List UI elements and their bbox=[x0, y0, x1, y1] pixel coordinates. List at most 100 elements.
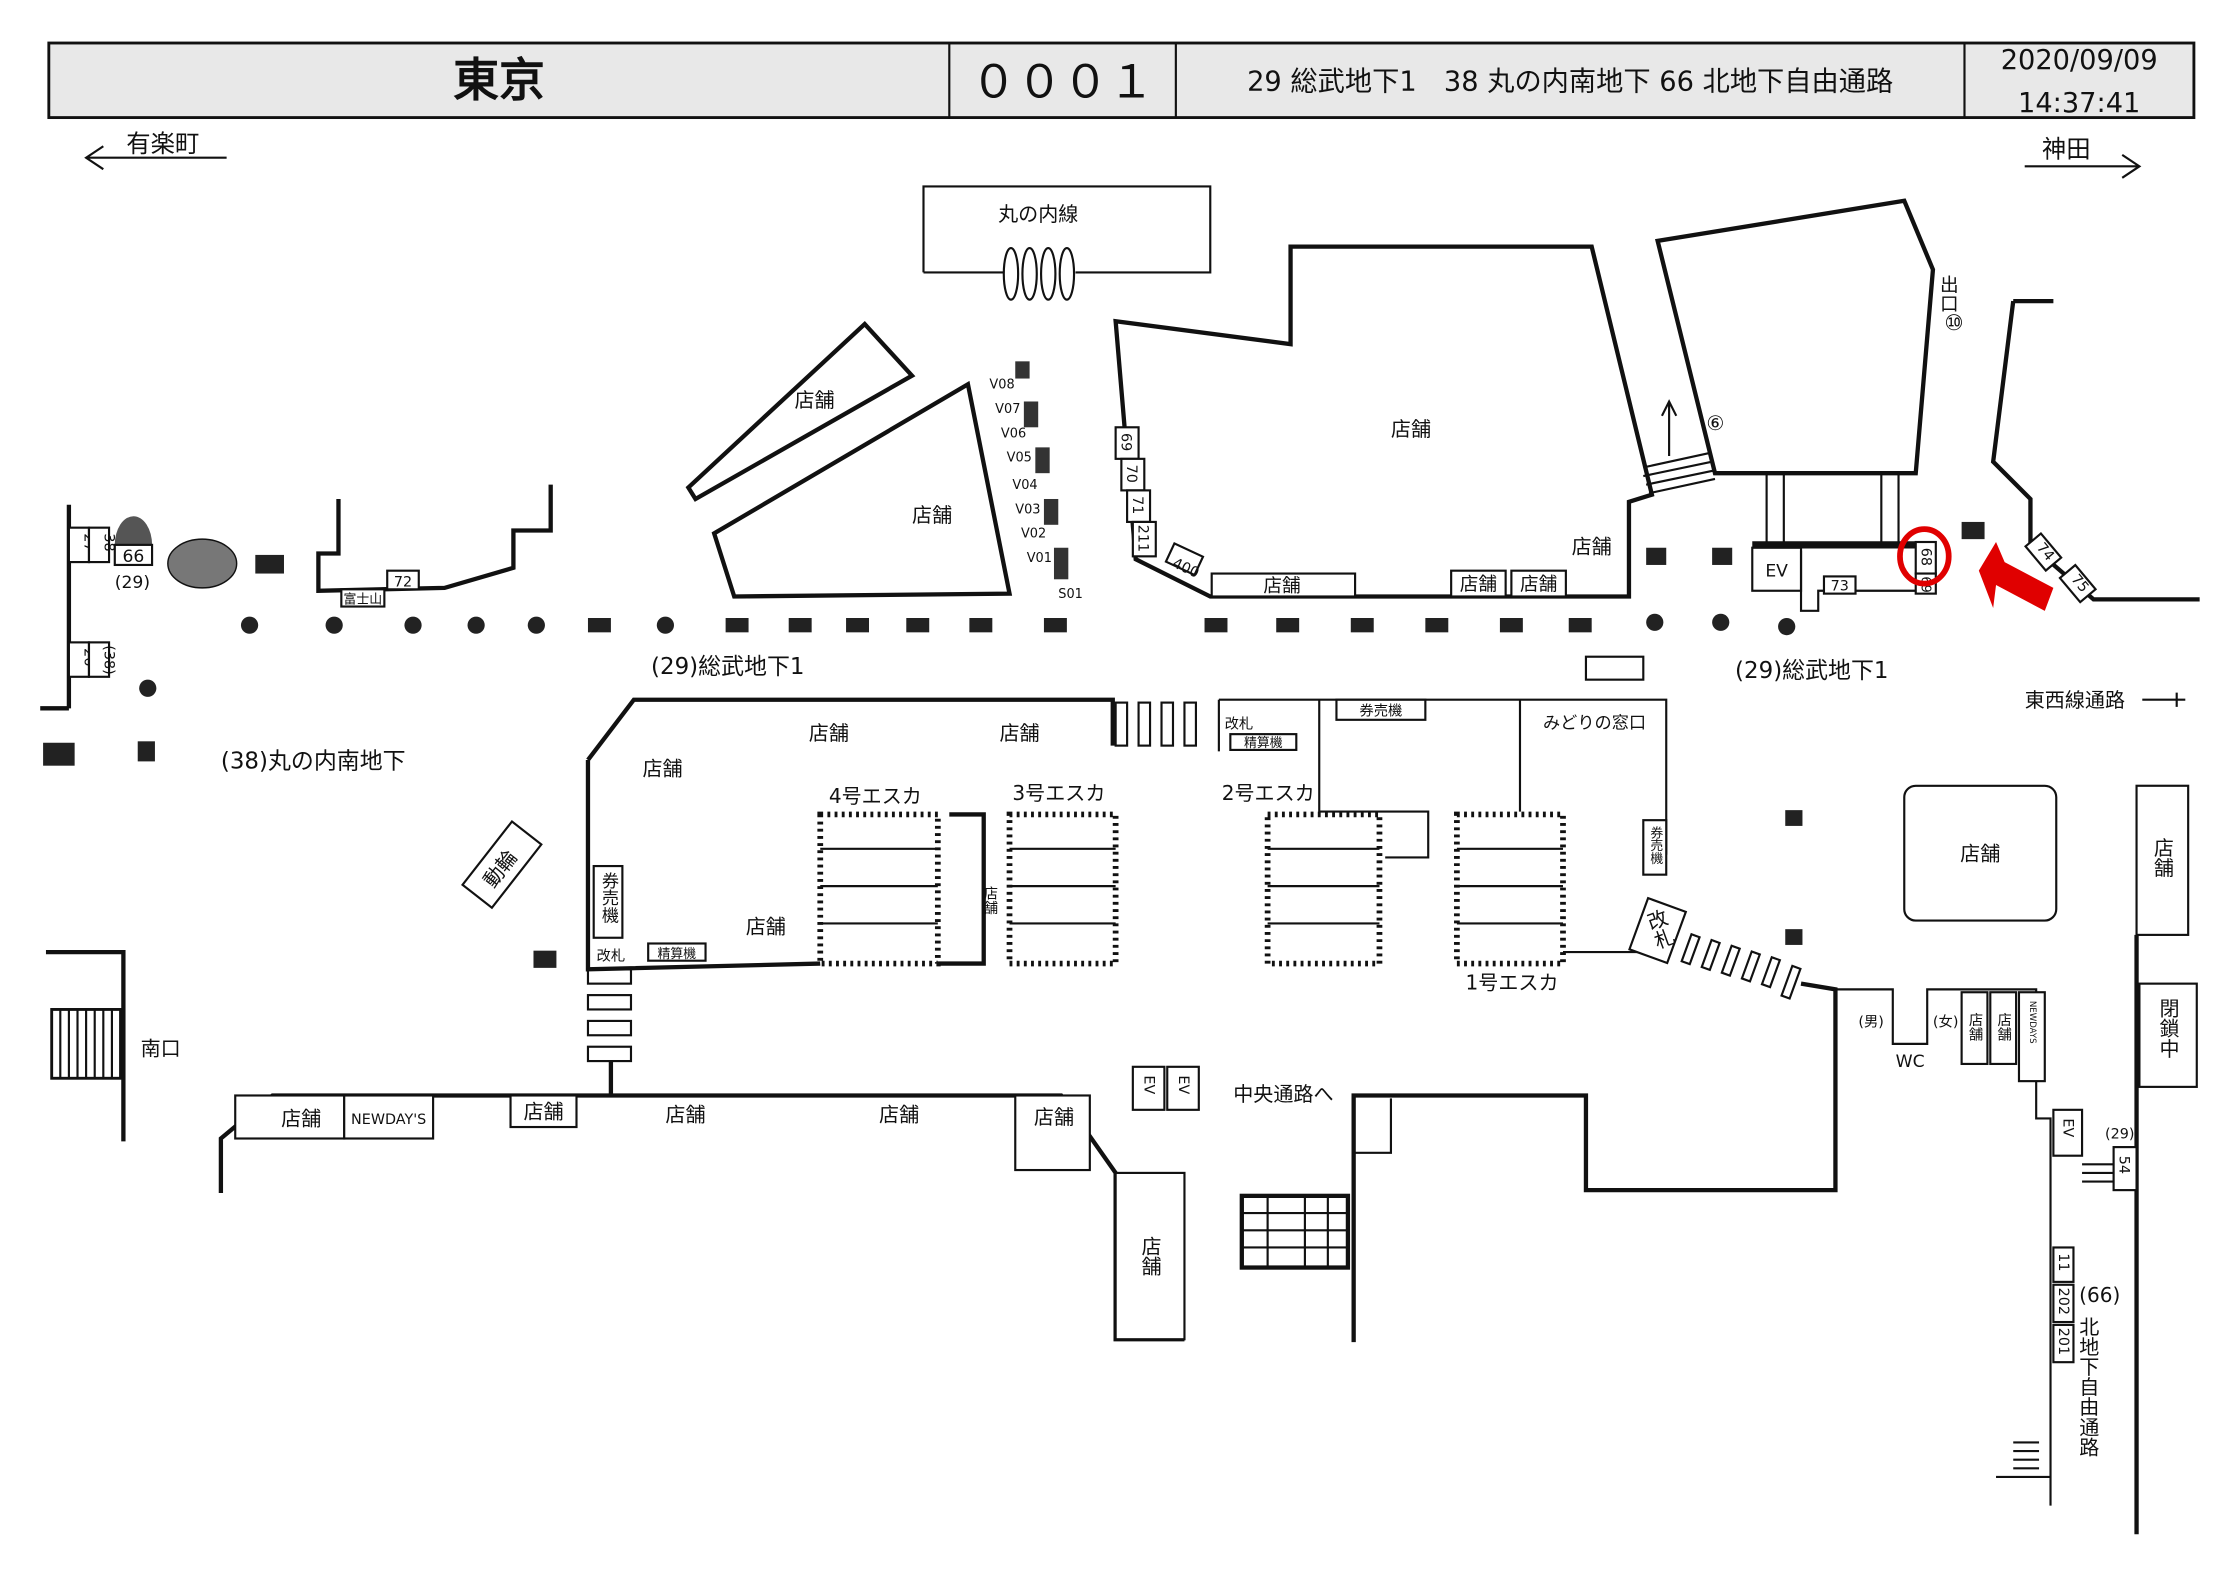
shop-label: 店舗 bbox=[1995, 1012, 2011, 1041]
shop-label: 店舗 bbox=[1967, 1012, 1983, 1041]
shop-label: 店舗 bbox=[809, 721, 849, 745]
ad-74-75: 74 75 bbox=[2024, 531, 2098, 604]
station-name: 東京 bbox=[453, 53, 545, 107]
highlight-circle bbox=[1897, 526, 1952, 587]
shop-label: 店舗 bbox=[523, 1099, 563, 1123]
wc-label: WC bbox=[1896, 1052, 1925, 1072]
shop-label: 店舗 bbox=[981, 886, 997, 915]
shop-label: 店舗 bbox=[1960, 841, 2000, 865]
shop-block bbox=[685, 321, 916, 502]
closed-label: 閉鎖中 bbox=[2156, 998, 2180, 1058]
v08-label: V08 bbox=[989, 378, 1014, 393]
v07-label: V07 bbox=[995, 402, 1020, 417]
ad-cluster-left: 27 38 66 (29) 26 (38) bbox=[67, 516, 238, 678]
ad-72: 72 bbox=[394, 574, 412, 590]
exit-label: 出口 bbox=[1937, 275, 1958, 312]
newdays-label: NEWDAY'S bbox=[351, 1112, 426, 1128]
chuo-passage-label: 中央通路へ bbox=[1233, 1082, 1333, 1106]
exit-6-label: ⑥ bbox=[1706, 411, 1724, 435]
shop-label: 店舗 bbox=[1000, 721, 1040, 745]
shop-label: 店舗 bbox=[879, 1102, 919, 1126]
shop-label: 店舗 bbox=[1520, 575, 1557, 596]
shop-label: 店舗 bbox=[281, 1107, 321, 1131]
a70-label: 70 bbox=[1123, 465, 1139, 483]
ad-38b: (38) bbox=[101, 645, 117, 674]
marunouchi-line-platform: 丸の内線 bbox=[922, 185, 1212, 301]
exit-10-label: ⑩ bbox=[1944, 311, 1963, 336]
fare-adjust-label: 精算機 bbox=[1244, 736, 1283, 751]
escalator-3 bbox=[1006, 811, 1119, 967]
direction-yurakucho-label: 有楽町 bbox=[126, 129, 199, 158]
shop-label: 店舗 bbox=[1263, 576, 1300, 597]
escalator-4-label: 4号エスカ bbox=[829, 784, 922, 808]
date: 2020/09/09 bbox=[2001, 45, 2158, 76]
escalator-2-label: 2号エスカ bbox=[1222, 781, 1315, 805]
direction-kanda-label: 神田 bbox=[2042, 135, 2091, 164]
time: 14:37:41 bbox=[2018, 88, 2140, 119]
header-bar: 東京 ０００１ 29 総武地下1 38 丸の内南地下 66 北地下自由通路 20… bbox=[47, 41, 2196, 120]
ad-68: 68 bbox=[1917, 548, 1933, 566]
shop-label: 店舗 bbox=[642, 757, 682, 781]
elevator-label: EV bbox=[1141, 1075, 1157, 1094]
shop-block-large bbox=[1113, 244, 1655, 599]
a71-label: 71 bbox=[1129, 496, 1145, 514]
station-code: ０００１ bbox=[971, 55, 1155, 109]
shop-label: 店舗 bbox=[665, 1102, 705, 1126]
a11-label: 11 bbox=[2055, 1253, 2071, 1271]
fujisan-label: 富士山 bbox=[344, 592, 383, 608]
newdays-label: NEWDAYS bbox=[2027, 1001, 2037, 1044]
ad-68-target[interactable]: 68 69 bbox=[1897, 526, 1952, 595]
elevator-label: EV bbox=[1175, 1075, 1191, 1094]
ad-29: (29) bbox=[115, 573, 150, 593]
elevator-label: EV bbox=[2060, 1118, 2076, 1137]
ticket-machine-label: 券売機 bbox=[1647, 825, 1662, 865]
south-exit-label: 南口 bbox=[141, 1036, 181, 1060]
building-upper-right bbox=[1654, 198, 1936, 476]
area-sobu-right: (29)総武地下1 bbox=[1735, 658, 1888, 684]
s01-label: S01 bbox=[1058, 587, 1083, 602]
gate-label: 改札 bbox=[597, 948, 626, 965]
shop-label: 店舗 bbox=[1460, 575, 1497, 596]
marunouchi-line-label: 丸の内線 bbox=[998, 202, 1078, 226]
shop-label: 店舗 bbox=[794, 388, 834, 412]
a202-label: 202 bbox=[2055, 1288, 2071, 1315]
escalator-3-label: 3号エスカ bbox=[1012, 781, 1105, 805]
v05-label: V05 bbox=[1007, 451, 1032, 466]
ticket-machine-label: 券売機 bbox=[598, 872, 619, 925]
shop-label: 店舗 bbox=[1572, 534, 1612, 558]
shop-label: 店舗 bbox=[1391, 417, 1431, 441]
elevator bbox=[1751, 546, 1803, 592]
ad-column-north: 11 202 201 bbox=[2052, 1246, 2075, 1364]
a211-label: 211 bbox=[1135, 525, 1151, 552]
line-list: 29 総武地下1 38 丸の内南地下 66 北地下自由通路 bbox=[1247, 66, 1893, 97]
stairs-central bbox=[1239, 1193, 1351, 1270]
v06-label: V06 bbox=[1001, 426, 1026, 441]
elevator-label: EV bbox=[1765, 561, 1788, 581]
gate-label: 改札 bbox=[1225, 715, 1254, 732]
escalator-1 bbox=[1454, 811, 1566, 967]
men-label: (男) bbox=[1858, 1015, 1884, 1031]
gates-diagonal bbox=[1680, 932, 1802, 1000]
ticket-machine-label: 券売機 bbox=[1359, 703, 1402, 720]
direction-kanda: 神田 bbox=[2024, 135, 2142, 179]
area-kita: 北地下自由通路 bbox=[2076, 1316, 2100, 1457]
escalator-2 bbox=[1264, 811, 1383, 967]
shop-label: 店舗 bbox=[1034, 1105, 1074, 1129]
stairs-south bbox=[50, 1008, 122, 1080]
shop-label: 店舗 bbox=[912, 503, 952, 527]
ad-73: 73 bbox=[1831, 579, 1849, 595]
escalator-1-label: 1号エスカ bbox=[1465, 970, 1558, 994]
ad-column-69-211: 69 70 71 211 400 bbox=[1114, 426, 1205, 582]
a201-label: 201 bbox=[2055, 1328, 2071, 1355]
tozai-label: 東西線通路 bbox=[2025, 688, 2125, 712]
red-arrow-pointer bbox=[1978, 542, 2054, 611]
escalator-4 bbox=[817, 811, 941, 967]
area-kita-number: (66) bbox=[2079, 1283, 2120, 1307]
area-sobu-left: (29)総武地下1 bbox=[651, 654, 804, 680]
shop-block bbox=[711, 380, 1013, 599]
gates-row bbox=[1114, 701, 1198, 747]
v01-label: V01 bbox=[1027, 551, 1052, 566]
direction-tozai: 東西線通路 bbox=[2025, 688, 2186, 712]
